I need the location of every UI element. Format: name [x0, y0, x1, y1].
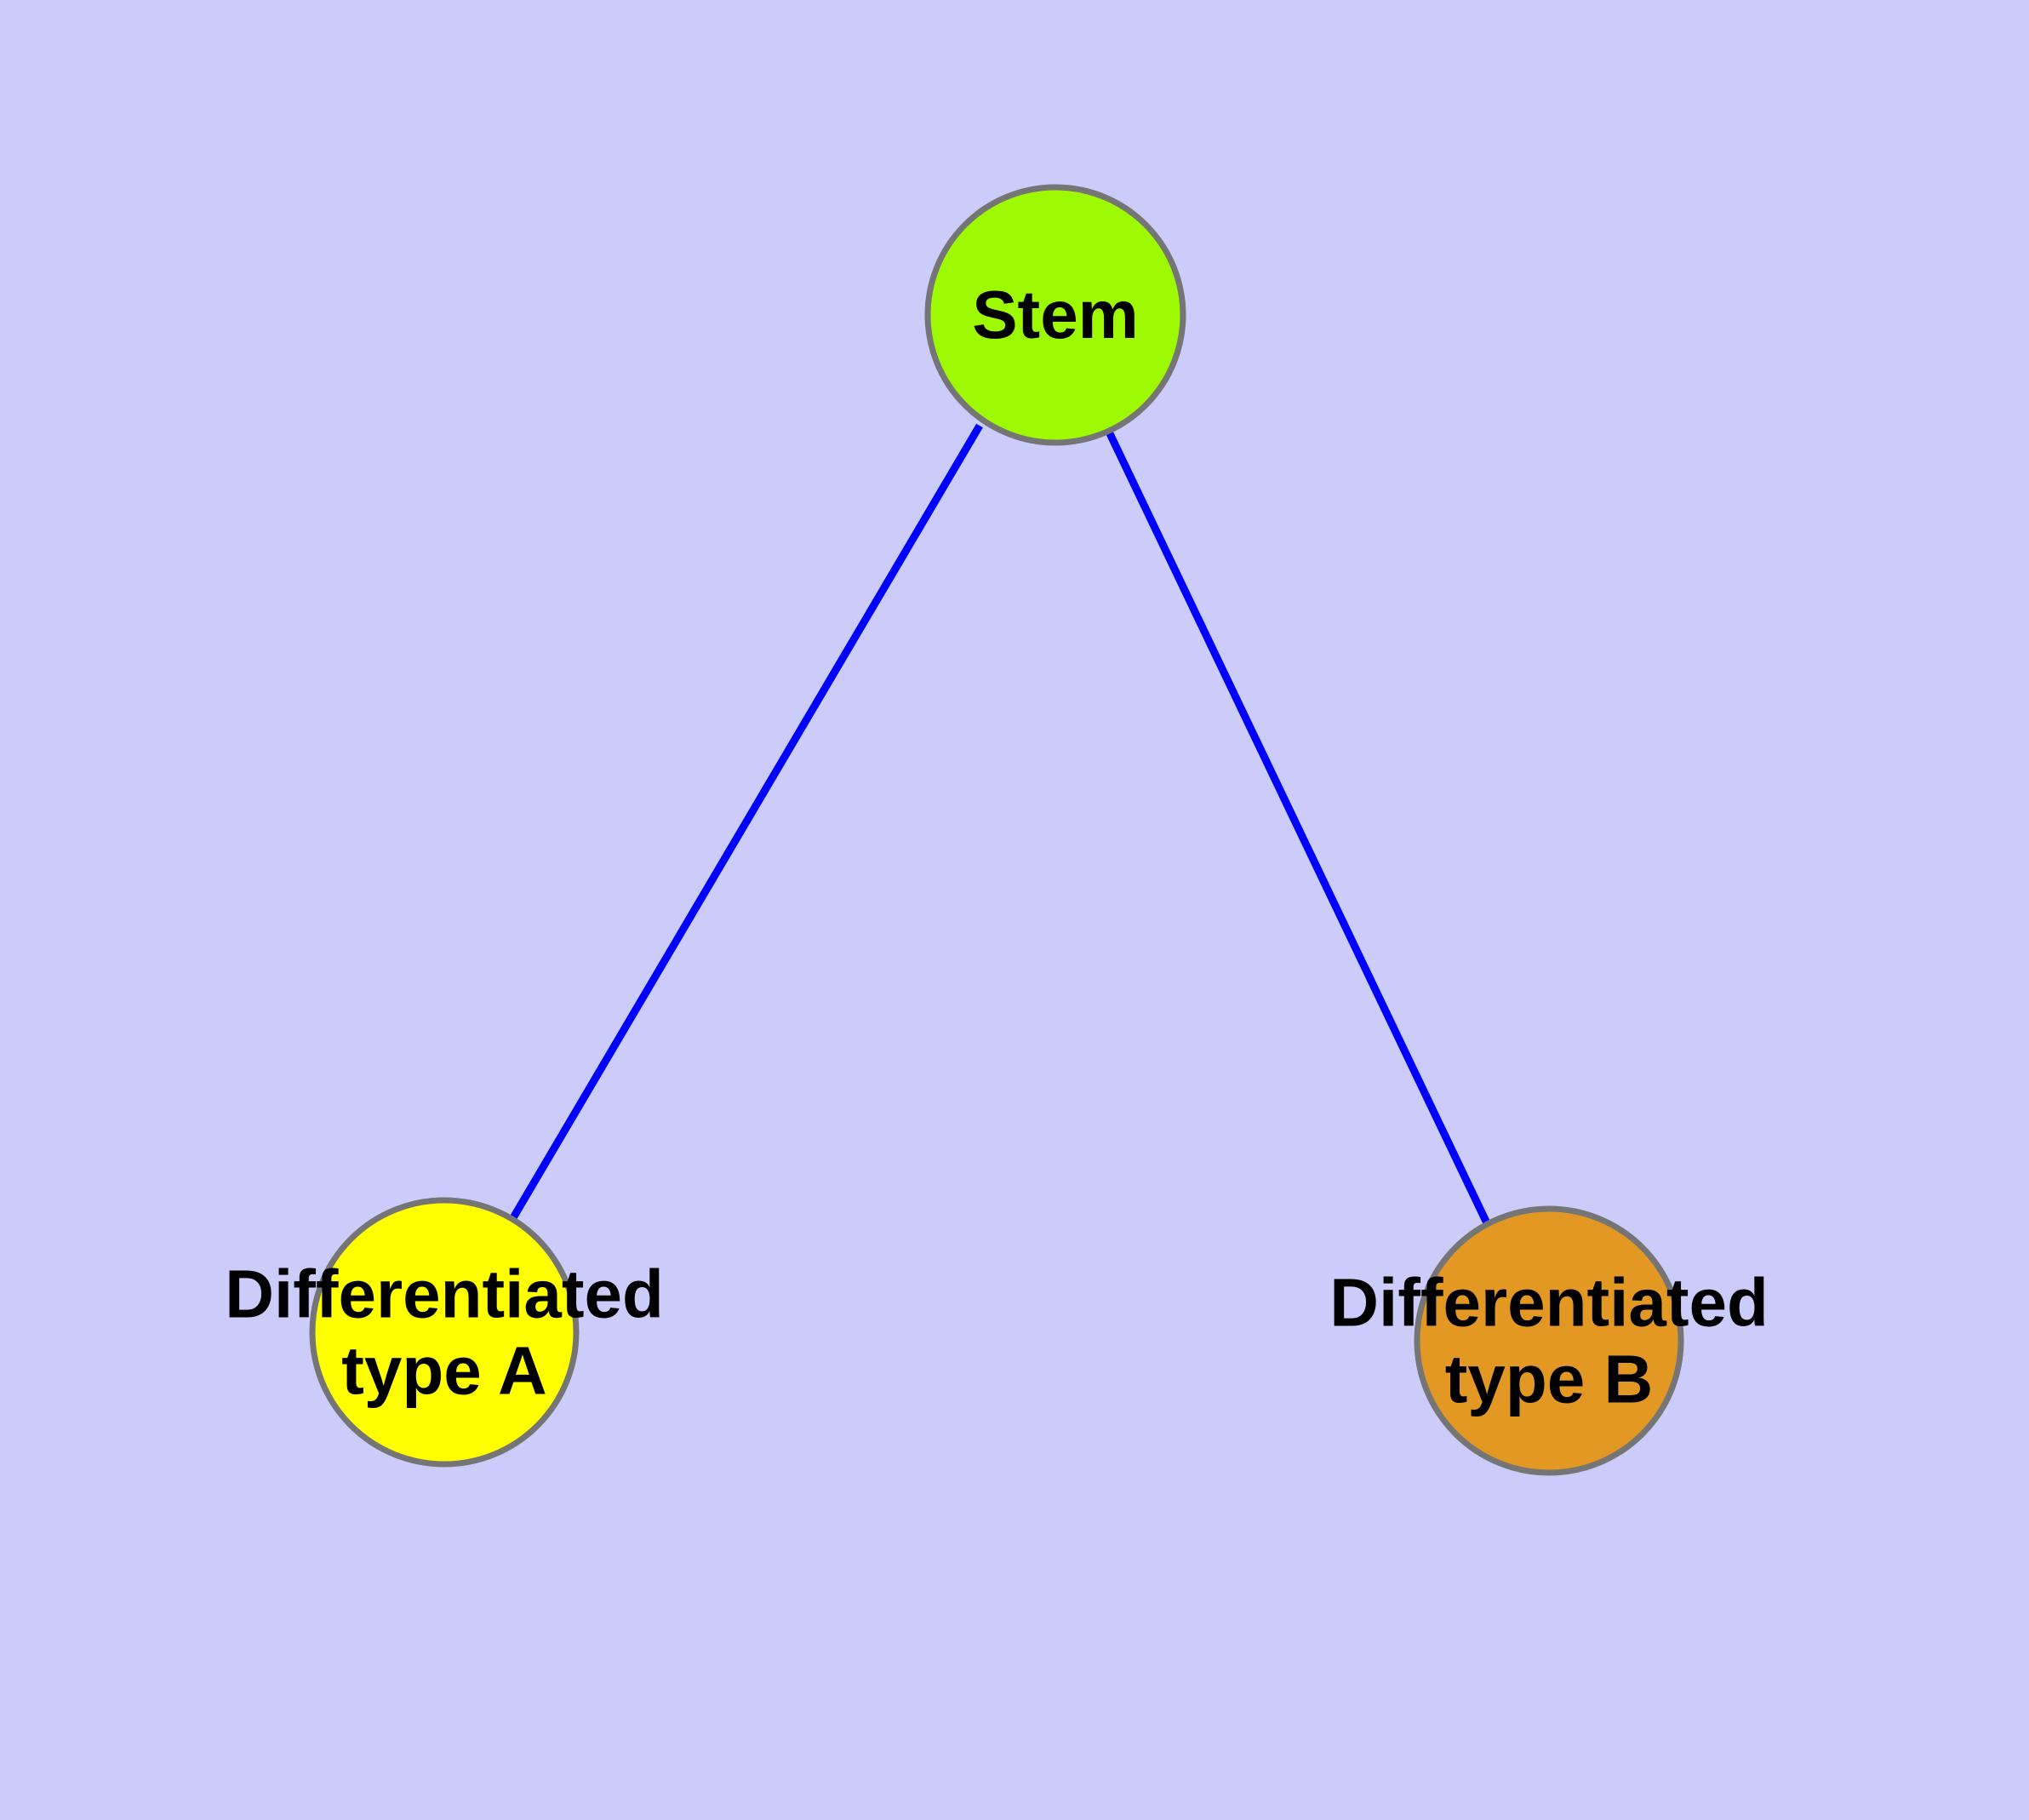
graph-edge-stem-to-b[interactable]: [1103, 426, 1493, 1228]
graph-node-stem[interactable]: [924, 184, 1186, 446]
edges-layer: [508, 423, 1493, 1228]
graph-edge-stem-to-a[interactable]: [508, 423, 983, 1223]
graph-node-diff-b[interactable]: [1414, 1205, 1684, 1476]
nodes-layer: [309, 184, 1684, 1476]
graph-node-diff-a[interactable]: [309, 1197, 580, 1468]
